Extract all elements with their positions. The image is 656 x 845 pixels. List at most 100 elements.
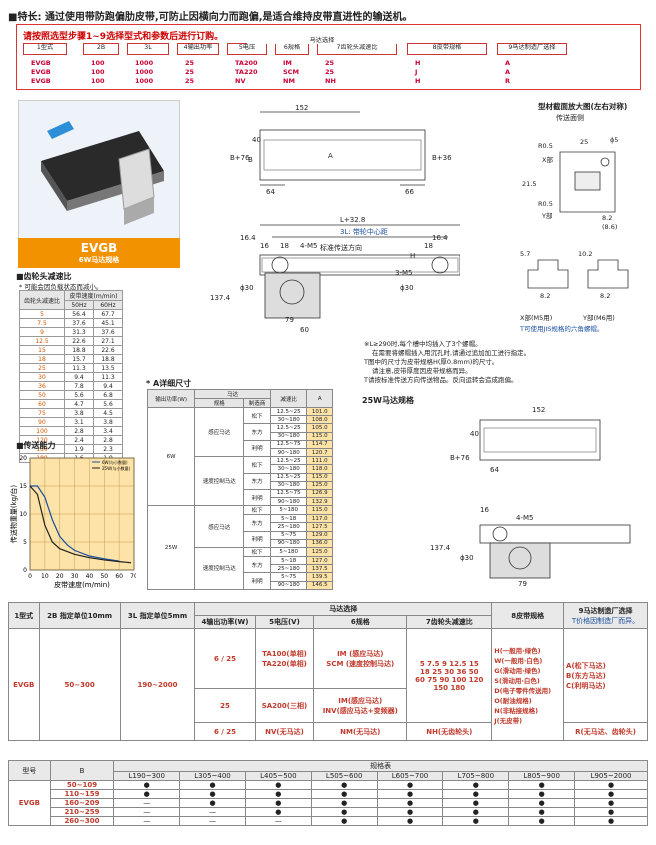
order-value: 25: [185, 68, 195, 76]
motor-header: 马达: [194, 389, 271, 399]
ratio-value: 5: [19, 309, 65, 319]
chart-series-line: [29, 485, 132, 564]
bt-ratio-header: 7齿轮头减速比: [406, 615, 493, 629]
bt-voltage-3: NV(无马达): [254, 722, 315, 741]
a-ratio: 90~180: [269, 538, 308, 549]
st-avail: —: [179, 807, 246, 817]
note-3: T图中的尺寸为皮带规格H(厚0.8mm)的尺寸。: [364, 358, 499, 366]
a-value: 139.5: [306, 572, 333, 582]
a-ratio: 30~180: [269, 415, 308, 425]
order-value: A: [505, 68, 511, 76]
order-value: EVGB: [31, 59, 51, 67]
speed-header: 皮带速度(m/min): [63, 290, 124, 301]
order-value: 25: [325, 59, 335, 67]
dim-18-right: 18: [424, 242, 433, 250]
dim-phi30: ϕ30: [240, 284, 254, 292]
w25-motor: [489, 542, 551, 579]
y-slot-shape: [587, 259, 629, 289]
order-value: H: [415, 59, 421, 67]
bt-maker-none: R(无马达、齿轮头): [563, 722, 648, 741]
speed-value: 3.8: [92, 417, 124, 427]
a-value: 127.0: [306, 555, 333, 566]
dim-b: B: [248, 156, 253, 164]
bt-l-header: 3L 指定单位5mm: [119, 602, 196, 629]
dim-r05-bottom: R0.5: [538, 200, 553, 208]
w25-dim-16: 16: [480, 506, 489, 514]
st-spec-header: 规格表: [113, 760, 648, 772]
a-ratio: 5~18: [269, 555, 308, 566]
order-value: NV: [235, 77, 246, 85]
a-value: 120.7: [306, 447, 333, 458]
w25-dim-40: 40: [470, 430, 479, 438]
st-b-value: 160~209: [49, 798, 115, 808]
bt-spec-header: 6规格: [313, 615, 408, 629]
top-view-frame: [259, 129, 426, 181]
a-ratio: 30~180: [269, 480, 308, 490]
w25-dim-b76: B+76: [450, 454, 470, 462]
st-avail: ●: [442, 780, 510, 790]
st-avail: ●: [574, 798, 648, 808]
st-l-header: L605~700: [376, 771, 444, 781]
chart-x-tick: 20: [56, 573, 64, 580]
speed-value: 18.8: [92, 354, 124, 364]
speed-value: 15.7: [63, 354, 94, 364]
dimension-drawing: 152 40 B+76 B A 64 66 B+36 L+32.8 3L: 带轮…: [210, 104, 460, 334]
bt-maker-note: T价格因制造厂而异。: [571, 616, 640, 625]
st-l-header: L190~300: [113, 771, 181, 781]
speed-value: 37.6: [63, 318, 94, 328]
order-col-0: 1型式: [23, 43, 67, 55]
feature-text: 通过使用带防跑偏肋皮带,可防止因横向力而跑偏,是适合维持皮带直进性的输送机。: [44, 12, 413, 23]
a-value: 136.0: [306, 538, 333, 549]
bt-l: 190~2000: [119, 628, 196, 741]
st-avail: ●: [376, 816, 444, 826]
dim-16: 16: [260, 242, 269, 250]
st-avail: ●: [244, 807, 312, 817]
w25-dim-phi30: ϕ30: [460, 554, 474, 562]
a-ratio: 12.5~25: [269, 423, 308, 433]
order-value: TA220: [235, 68, 258, 76]
w25-dim-137-4: 137.4: [430, 544, 451, 552]
st-avail: ●: [442, 807, 510, 817]
w25-dim-64: 64: [490, 466, 499, 474]
speed-value: 9.4: [63, 372, 94, 382]
order-col-5: 6规格: [275, 43, 309, 55]
speed-value: 2.8: [63, 426, 94, 436]
order-value: NH: [325, 77, 336, 85]
note-4: 请注意,皮带厚度因皮带规格而异。: [372, 367, 472, 375]
order-col-7: 8皮带规格: [407, 43, 487, 55]
order-value: 25: [185, 59, 195, 67]
order-value: 100: [91, 59, 105, 67]
ratio-value: 90: [19, 417, 65, 427]
chart-x-tick: 40: [86, 573, 94, 580]
ratio-header: 齿轮头减速比: [19, 290, 65, 310]
top-view-belt: [263, 139, 422, 171]
order-value: NM: [283, 77, 295, 85]
order-motor-group: 马达选择: [247, 37, 397, 44]
a-ratio: 90~180: [269, 447, 308, 458]
order-value: 1000: [135, 59, 154, 67]
maker-header: 制造商: [243, 398, 271, 408]
chart-x-tick: 30: [71, 573, 79, 580]
profile-direction: 传送面侧: [556, 114, 584, 122]
ratio-value: 18: [19, 354, 65, 364]
ratio-value: 75: [19, 408, 65, 418]
ratio-value: 9: [19, 327, 65, 337]
speed-value: 67.7: [92, 309, 124, 319]
dim-8-2: 8.2: [602, 214, 612, 222]
ratio-value: 36: [19, 381, 65, 391]
order-title: 请按照选型步骤1~9选择型式和参数后进行订购。: [23, 32, 224, 42]
speed-value: 11.3: [63, 363, 94, 373]
order-value: 100: [91, 68, 105, 76]
chart-x-tick: 50: [100, 573, 108, 580]
a-value: 115.0: [306, 431, 333, 441]
